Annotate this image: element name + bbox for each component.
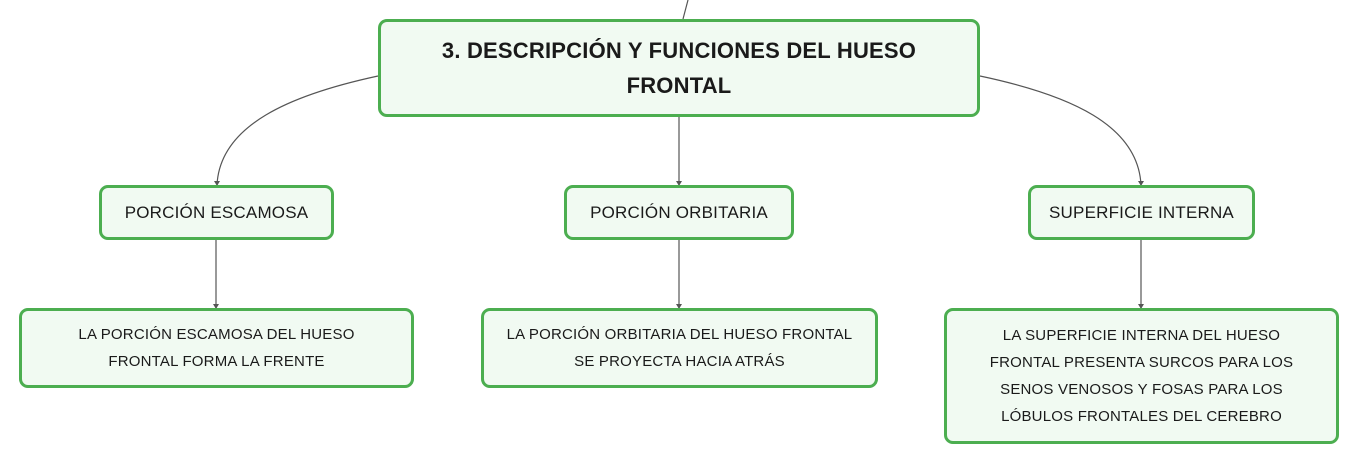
subtopic-label: LA PORCIÓN ORBITARIA DEL HUESO FRONTAL S… — [506, 326, 853, 370]
arrowhead-leaf-1 — [213, 304, 219, 309]
topic-superficie-interna[interactable]: SUPERFICIE INTERNA — [1028, 185, 1255, 240]
topic-porcion-escamosa[interactable]: PORCIÓN ESCAMOSA — [99, 185, 334, 240]
arrowhead-branch-1 — [214, 181, 220, 186]
subtopic-porcion-escamosa-detail[interactable]: LA PORCIÓN ESCAMOSA DEL HUESO FRONTAL FO… — [19, 308, 414, 388]
arrowhead-leaf-3 — [1138, 304, 1144, 309]
subtopic-porcion-orbitaria-detail[interactable]: LA PORCIÓN ORBITARIA DEL HUESO FRONTAL S… — [481, 308, 878, 388]
topic-label: SUPERFICIE INTERNA — [1049, 202, 1234, 222]
root-topic-label: 3. DESCRIPCIÓN Y FUNCIONES DEL HUESO FRO… — [441, 38, 917, 98]
arrowhead-branch-2 — [676, 181, 682, 186]
root-topic[interactable]: 3. DESCRIPCIÓN Y FUNCIONES DEL HUESO FRO… — [378, 19, 980, 117]
subtopic-label: LA PORCIÓN ESCAMOSA DEL HUESO FRONTAL FO… — [78, 326, 355, 370]
arrowhead-branch-3 — [1138, 181, 1144, 186]
connector-parent-to-root — [682, 0, 689, 20]
topic-label: PORCIÓN ESCAMOSA — [124, 202, 309, 222]
connector-root-to-branch-1 — [216, 75, 379, 186]
subtopic-label: LA SUPERFICIE INTERNA DEL HUESO FRONTAL … — [989, 327, 1294, 425]
arrowhead-leaf-2 — [676, 304, 682, 309]
topic-porcion-orbitaria[interactable]: PORCIÓN ORBITARIA — [564, 185, 794, 240]
topic-label: PORCIÓN ORBITARIA — [590, 202, 768, 222]
subtopic-superficie-interna-detail[interactable]: LA SUPERFICIE INTERNA DEL HUESO FRONTAL … — [944, 308, 1339, 444]
connector-root-to-branch-3 — [979, 75, 1142, 186]
